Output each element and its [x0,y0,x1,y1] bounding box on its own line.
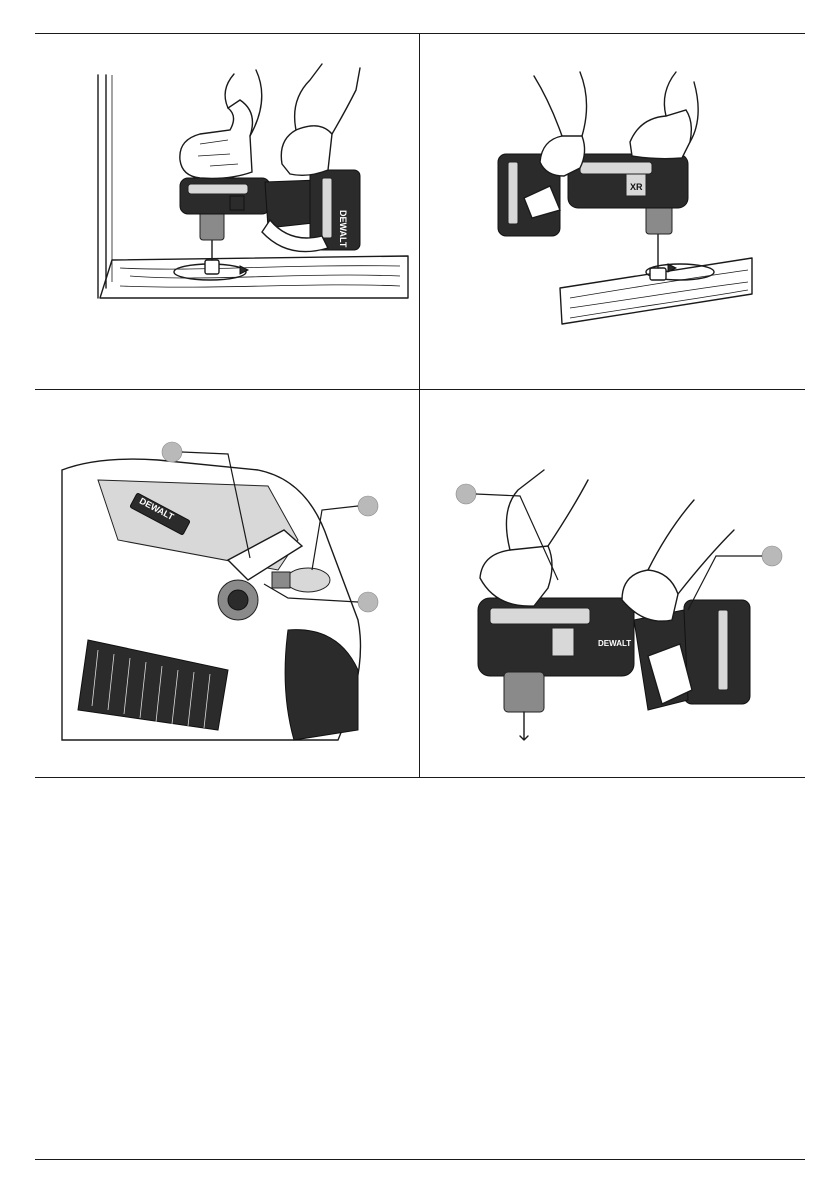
lower-rule [35,777,805,778]
svg-text:XR: XR [630,182,643,192]
figure-side-handle-detail: DEWALT [58,430,398,745]
bottom-rule [35,1159,805,1160]
right-angle-drill-icon: DEWALT [448,460,793,750]
center-divider [419,33,420,778]
middle-rule [35,389,805,390]
svg-text:DEWALT: DEWALT [598,639,631,648]
gloved-hand-icon [180,70,262,178]
top-rule [35,33,805,34]
svg-text:DEWALT: DEWALT [338,210,348,248]
right-angle-drill-icon: DEWALT [60,60,410,360]
side-handle-icon: DEWALT [58,430,398,745]
gloved-hand-icon [534,72,587,176]
figure-drill-wall: DEWALT [60,60,410,360]
gloved-hand-icon [480,470,588,606]
figure-two-hand-grip: DEWALT [448,460,793,750]
gloved-hand-icon [281,64,360,175]
figure-drill-floor: XR [480,62,780,342]
right-angle-drill-icon: XR [480,62,780,342]
gloved-hand-icon [630,72,698,159]
